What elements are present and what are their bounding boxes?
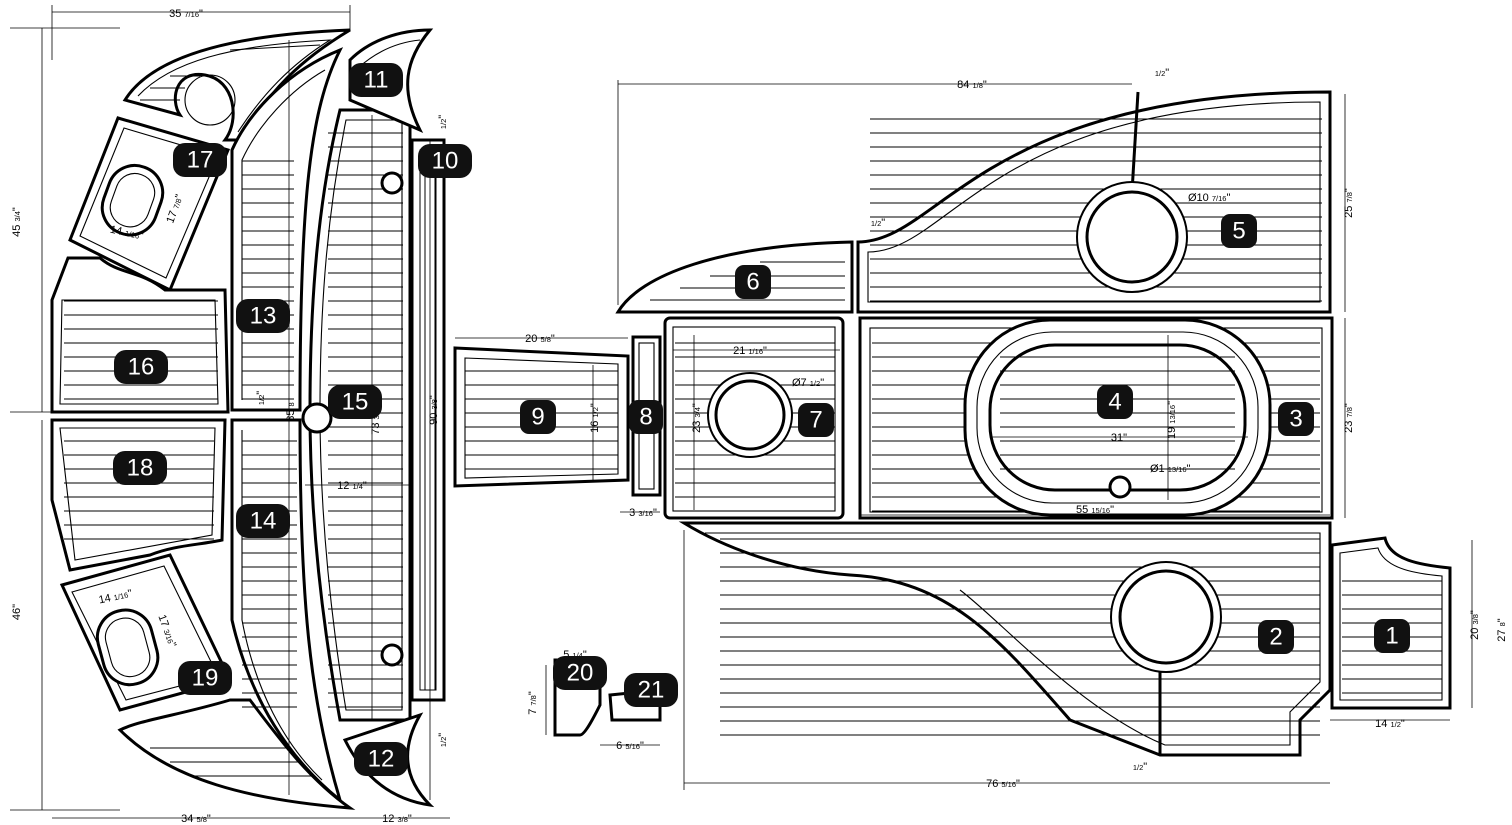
panel-label-2: 2 bbox=[1258, 620, 1294, 654]
dim-45-3-4: 45 3/4" bbox=[11, 207, 23, 237]
panel-label-3: 3 bbox=[1278, 402, 1314, 436]
panel-14-shape bbox=[230, 418, 343, 805]
dim-12-3-8: 12 3/8" bbox=[382, 813, 412, 825]
panel-label-1: 1 bbox=[1374, 619, 1410, 653]
dim-12-1-4: 12 1/4" bbox=[337, 480, 367, 492]
svg-text:20: 20 bbox=[567, 660, 594, 687]
svg-text:5: 5 bbox=[1232, 218, 1245, 245]
dim-half-10: 1/2" bbox=[437, 115, 449, 129]
panel-4-3-shape bbox=[858, 316, 1334, 520]
svg-text:12: 12 bbox=[368, 746, 395, 773]
dim-73: 73 3 bbox=[370, 415, 382, 434]
panel-label-21: 21 bbox=[624, 673, 678, 707]
panel-label-18: 18 bbox=[113, 451, 167, 485]
svg-text:9: 9 bbox=[531, 404, 544, 431]
dim-21-1-16: 21 1/16" bbox=[733, 345, 767, 357]
svg-text:19: 19 bbox=[192, 665, 219, 692]
dim-17-3-16: 17 3/16" bbox=[155, 613, 178, 649]
svg-text:14: 14 bbox=[250, 508, 277, 535]
dim-20-5-8: 20 5/8" bbox=[525, 333, 555, 345]
svg-text:21: 21 bbox=[638, 677, 665, 704]
panel-18-shape bbox=[50, 418, 227, 572]
panel-5-shape bbox=[856, 90, 1332, 314]
dim-46: 46" bbox=[11, 604, 23, 620]
dim-o10: Ø10 7/16" bbox=[1188, 192, 1230, 204]
svg-text:16: 16 bbox=[128, 354, 155, 381]
dim-3-3-16: 3 3/16" bbox=[629, 507, 657, 519]
dim-14-1-2: 14 1/2" bbox=[1375, 718, 1405, 730]
panel-label-14: 14 bbox=[236, 504, 290, 538]
dim-27-8: 27 8" bbox=[1496, 618, 1508, 641]
svg-text:17: 17 bbox=[187, 147, 214, 174]
dim-35-7-16: 35 7/16" bbox=[169, 8, 203, 20]
svg-text:15: 15 bbox=[342, 389, 369, 416]
svg-text:10: 10 bbox=[432, 148, 459, 175]
dim-half-13: 1/2" bbox=[255, 391, 267, 405]
panel-label-11: 11 bbox=[349, 63, 403, 97]
svg-text:18: 18 bbox=[127, 455, 154, 482]
dim-85: 85 8 bbox=[285, 402, 297, 421]
svg-text:8: 8 bbox=[639, 404, 652, 431]
panel-label-12: 12 bbox=[354, 742, 408, 776]
panel-label-20: 20 bbox=[553, 656, 607, 690]
panel-label-9: 9 bbox=[520, 400, 556, 434]
svg-text:6: 6 bbox=[746, 269, 759, 296]
svg-text:2: 2 bbox=[1269, 624, 1282, 651]
dim-20-3-8: 20 3/8" bbox=[1469, 610, 1481, 640]
dim-14-1-16-b: 14 1/16" bbox=[98, 588, 134, 607]
svg-text:13: 13 bbox=[250, 303, 277, 330]
panel-label-13: 13 bbox=[236, 299, 290, 333]
panel-10-shape bbox=[410, 138, 446, 702]
panel-label-6: 6 bbox=[735, 265, 771, 299]
dim-5-1-4: 5 1/4" bbox=[563, 649, 587, 661]
dim-17-7-8: 17 7/8" bbox=[164, 193, 185, 225]
dim-o1: Ø1 13/16" bbox=[1150, 463, 1191, 475]
dim-90-3-8: 90 3/8" bbox=[428, 395, 440, 425]
panel-label-7: 7 bbox=[798, 403, 834, 437]
panel-label-17: 17 bbox=[173, 143, 227, 177]
panel-label-16: 16 bbox=[114, 350, 168, 384]
panel-label-10: 10 bbox=[418, 144, 472, 178]
svg-text:1: 1 bbox=[1385, 623, 1398, 650]
svg-text:3: 3 bbox=[1289, 406, 1302, 433]
dim-half-2: 1/2" bbox=[1133, 761, 1147, 773]
dim-55-15-16: 55 15/16" bbox=[1076, 504, 1114, 516]
panel-label-5: 5 bbox=[1221, 214, 1257, 248]
panel-label-15: 15 bbox=[328, 385, 382, 419]
dim-half-6: 1/2" bbox=[871, 217, 885, 229]
dim-19-13-16: 19 13/16" bbox=[1166, 401, 1178, 439]
dim-23-7-8: 23 7/8" bbox=[1343, 403, 1355, 433]
dim-half-12: 1/2" bbox=[437, 733, 449, 747]
dimension-lines bbox=[10, 5, 1473, 819]
dim-84-1-8: 84 1/8" bbox=[957, 79, 987, 91]
svg-text:7: 7 bbox=[809, 407, 822, 434]
dim-6-5-16: 6 5/16" bbox=[616, 740, 644, 752]
dim-7-7-8: 7 7/8" bbox=[527, 691, 539, 715]
panel-label-19: 19 bbox=[178, 661, 232, 695]
panel-2-shape bbox=[678, 521, 1332, 757]
dim-half-top: 1/2" bbox=[1155, 67, 1169, 79]
dim-o7: Ø7 1/2" bbox=[792, 377, 824, 389]
panel-labels: 1 2 3 4 5 6 7 8 9 10 11 12 13 14 15 16 1… bbox=[113, 63, 1410, 776]
dim-16-1-2: 16 1/2" bbox=[589, 403, 601, 433]
svg-text:4: 4 bbox=[1108, 389, 1121, 416]
panel-label-4: 4 bbox=[1097, 385, 1133, 419]
dim-23-3-4: 23 3/4" bbox=[691, 403, 703, 433]
panel-7-shape bbox=[663, 316, 845, 520]
dim-31: 31" bbox=[1111, 432, 1127, 444]
dim-25-7-8: 25 7/8" bbox=[1343, 188, 1355, 218]
dim-76-5-16: 76 5/16" bbox=[986, 778, 1020, 790]
svg-text:11: 11 bbox=[364, 67, 389, 94]
dim-34-5-8: 34 5/8" bbox=[181, 813, 211, 825]
panel-label-8: 8 bbox=[629, 400, 663, 434]
dim-14-1-16-a: 14 1/16" bbox=[109, 224, 145, 243]
dimension-texts: 35 7/16" 45 3/4" 46" 34 5/8" 12 3/8" 84 … bbox=[11, 8, 1508, 825]
panel-16-shape bbox=[50, 256, 230, 414]
